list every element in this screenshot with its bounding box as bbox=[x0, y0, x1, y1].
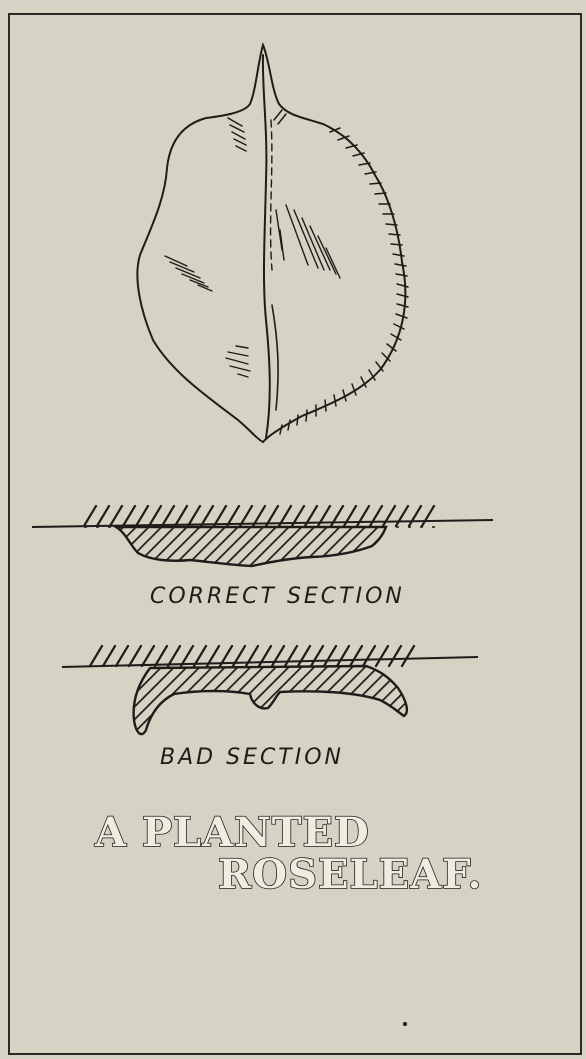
correct-section-diagram: CORRECT SECTION bbox=[32, 506, 493, 609]
leaf-midrib-dashed bbox=[271, 120, 272, 270]
leaf-edge-shading bbox=[280, 128, 408, 434]
bad-section-label: BAD SECTION bbox=[160, 745, 344, 770]
correct-section-label: CORRECT SECTION bbox=[150, 584, 405, 609]
leaf-stem-shading bbox=[228, 110, 286, 151]
leaf-drawing bbox=[137, 45, 408, 442]
leaf-midrib bbox=[263, 55, 270, 438]
leaf-vein-strokes bbox=[276, 205, 340, 278]
leaf-left-shading bbox=[165, 256, 212, 291]
leaf-lower-shading bbox=[226, 346, 250, 377]
title-line-1: A PLANTED bbox=[94, 809, 370, 856]
correct-section-leaf-profile bbox=[116, 527, 386, 566]
bad-section-leaf-profile bbox=[134, 666, 407, 734]
plate-title: A PLANTED ROSELEAF. bbox=[94, 809, 482, 898]
leaf-midrib-lower bbox=[272, 305, 278, 410]
title-line-2: ROSELEAF. bbox=[218, 851, 482, 898]
bad-section-diagram: BAD SECTION bbox=[62, 646, 478, 770]
bad-section-surface-line bbox=[62, 657, 478, 667]
paper-speck bbox=[403, 1022, 407, 1026]
